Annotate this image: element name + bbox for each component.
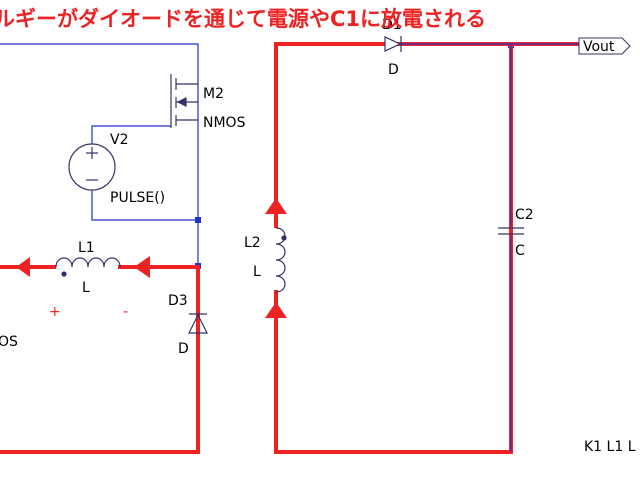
d3-value-label: D	[178, 341, 189, 357]
polarity-minus-label: -	[123, 304, 128, 320]
m2-value-label: NMOS	[203, 115, 246, 131]
polarity-plus-label: +	[49, 304, 61, 320]
d1-value-label: D	[388, 62, 399, 78]
inductor-l2	[275, 227, 287, 293]
current-arrows-right	[265, 198, 287, 318]
l1-name-label: L1	[78, 240, 95, 256]
annotation-caption: ルギーがダイオードを通じて電源やC1に放電される	[0, 7, 487, 31]
l2-name-label: L2	[244, 235, 261, 251]
component-labels: M2 NMOS V2 PULSE() L1 L D3 D L2 L D1 D C…	[0, 17, 636, 455]
v2-name-label: V2	[110, 132, 128, 148]
voltage-source-v2	[68, 143, 116, 191]
d1-name-label: D1	[382, 17, 402, 33]
right-circuit-wires	[400, 43, 582, 452]
right-current-path	[274, 42, 582, 454]
c2-name-label: C2	[515, 207, 534, 223]
v2-value-label: PULSE()	[110, 190, 165, 206]
nmos-cut-label: OS	[0, 334, 18, 350]
k-directive-label: K1 L1 L	[584, 439, 636, 455]
d3-name-label: D3	[168, 293, 188, 309]
nmos-transistor-m2	[170, 74, 198, 128]
capacitor-c2	[498, 227, 524, 235]
vout-port-flag	[578, 37, 631, 55]
diode-d1	[384, 36, 402, 52]
l1-value-label: L	[82, 280, 90, 296]
c2-value-label: C	[515, 243, 525, 259]
m2-name-label: M2	[203, 86, 224, 102]
diode-d3	[188, 313, 208, 334]
inductor-l1	[55, 257, 121, 277]
left-circuit-wires	[0, 43, 199, 449]
current-arrows-left	[16, 256, 150, 278]
wire-junctions	[195, 42, 514, 269]
vout-label: Vout	[583, 39, 615, 55]
l2-value-label: L	[253, 264, 261, 280]
